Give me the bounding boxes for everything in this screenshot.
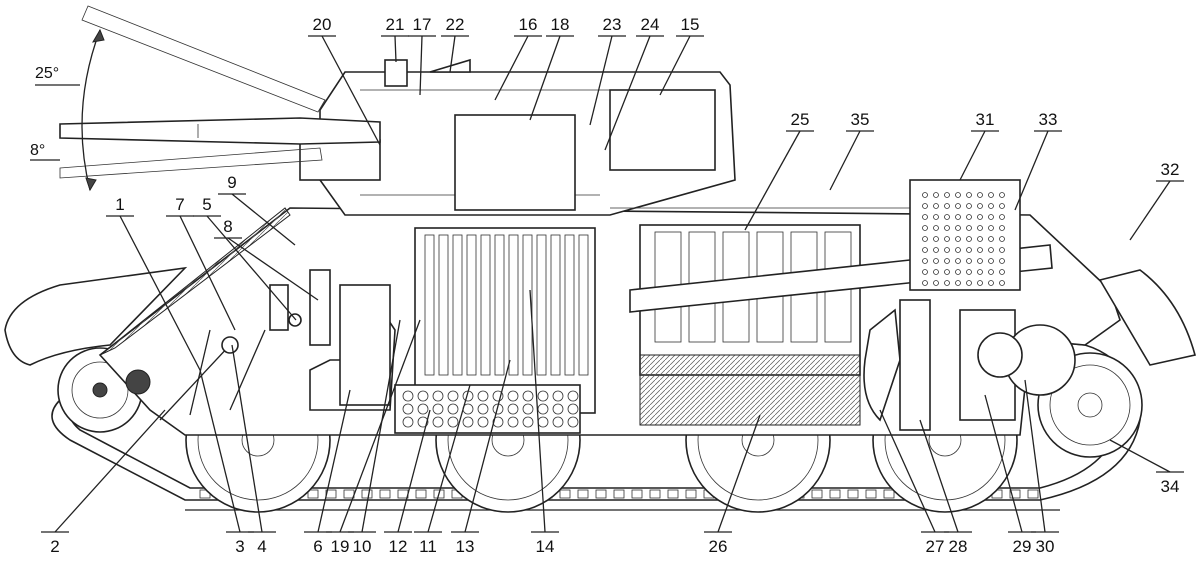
callout-32: 32 [1129,160,1184,241]
callout-number: 4 [257,537,266,556]
cupola [384,59,408,87]
callout-9: 9 [218,173,296,246]
callout-18: 18 [529,15,574,121]
glacis-armor [99,207,291,356]
callout-number: 10 [353,537,372,556]
callout-31: 31 [959,110,999,181]
callout-19: 19 [326,319,421,556]
callout-14: 14 [529,289,559,556]
callout-4: 4 [231,344,276,556]
callout-13: 13 [451,359,511,556]
callout-number: 23 [603,15,622,34]
callout-25: 25 [744,110,814,231]
engine-oil-pan [639,354,861,426]
callout-number: 27 [926,537,945,556]
callout-number: 32 [1161,160,1180,179]
callout-number: 16 [519,15,538,34]
turret [299,58,736,216]
callout-22: 22 [441,15,469,73]
callout-number: 15 [681,15,700,34]
main-clutch [899,299,931,431]
mantlet [299,139,381,181]
steering-gear [125,369,151,395]
callout-17: 17 [408,15,436,96]
callout-35: 35 [829,110,874,191]
air-cleaner [977,332,1023,378]
callout-number: 28 [949,537,968,556]
callout-number: 26 [709,537,728,556]
elevation-angle-label: 25° [35,65,59,82]
callout-number: 22 [446,15,465,34]
callout-number: 13 [456,537,475,556]
equipment-box [309,269,331,346]
callout-number: 3 [235,537,244,556]
callout-number: 7 [175,195,184,214]
callout-number: 2 [50,537,59,556]
callout-number: 25 [791,110,810,129]
callout-30: 30 [1024,379,1059,556]
gun-elevated-outline [81,5,326,113]
callout-33: 33 [1014,110,1062,211]
callout-16: 16 [494,15,542,101]
callout-7: 7 [166,195,236,331]
callout-12: 12 [384,409,431,556]
elevation-angle-indicator: 25° 8° [30,28,105,192]
rear-fender [1098,269,1196,366]
callout-8: 8 [214,217,319,301]
callout-28: 28 [919,419,972,556]
callout-20: 20 [308,15,381,146]
callout-number: 6 [313,537,322,556]
callout-24: 24 [604,15,664,151]
callout-number: 29 [1013,537,1032,556]
callout-number: 21 [386,15,405,34]
fuel-tank-front [339,284,391,406]
callout-number: 35 [851,110,870,129]
main-gun [59,117,381,145]
callout-number: 20 [313,15,332,34]
callout-number: 9 [227,173,236,192]
callout-23: 23 [589,15,626,126]
engine-compartment [610,179,1076,431]
callout-number: 8 [223,217,232,236]
radiator [909,179,1021,291]
gun-depressed-outline [59,147,323,179]
callout-26: 26 [704,414,761,556]
callout-number: 17 [413,15,432,34]
callout-number: 1 [115,195,124,214]
callout-number: 33 [1039,110,1058,129]
callout-34: 34 [1109,439,1184,496]
fighting-compartment [269,227,596,434]
depression-angle-label: 8° [30,142,45,159]
callout-number: 34 [1161,477,1180,496]
callout-15: 15 [659,15,704,96]
gun-breech [454,114,576,211]
front-fender [4,266,188,366]
callout-number: 19 [331,537,350,556]
callout-11: 11 [414,384,471,556]
callout-2: 2 [41,409,166,556]
cooling-fan [863,308,901,422]
callout-5: 5 [193,195,297,321]
callout-10: 10 [348,319,401,556]
callout-number: 5 [202,195,211,214]
callout-number: 18 [551,15,570,34]
hydraulic-cylinder [269,284,289,331]
callout-21: 21 [381,15,409,63]
callout-1: 1 [106,195,201,371]
callout-number: 30 [1036,537,1055,556]
callout-number: 12 [389,537,408,556]
callout-number: 11 [419,537,437,556]
callout-number: 14 [536,537,555,556]
turret-ammo-rack [609,89,716,171]
callout-number: 24 [641,15,660,34]
callout-number: 31 [976,110,995,129]
floor-ammo-racks [394,384,581,434]
